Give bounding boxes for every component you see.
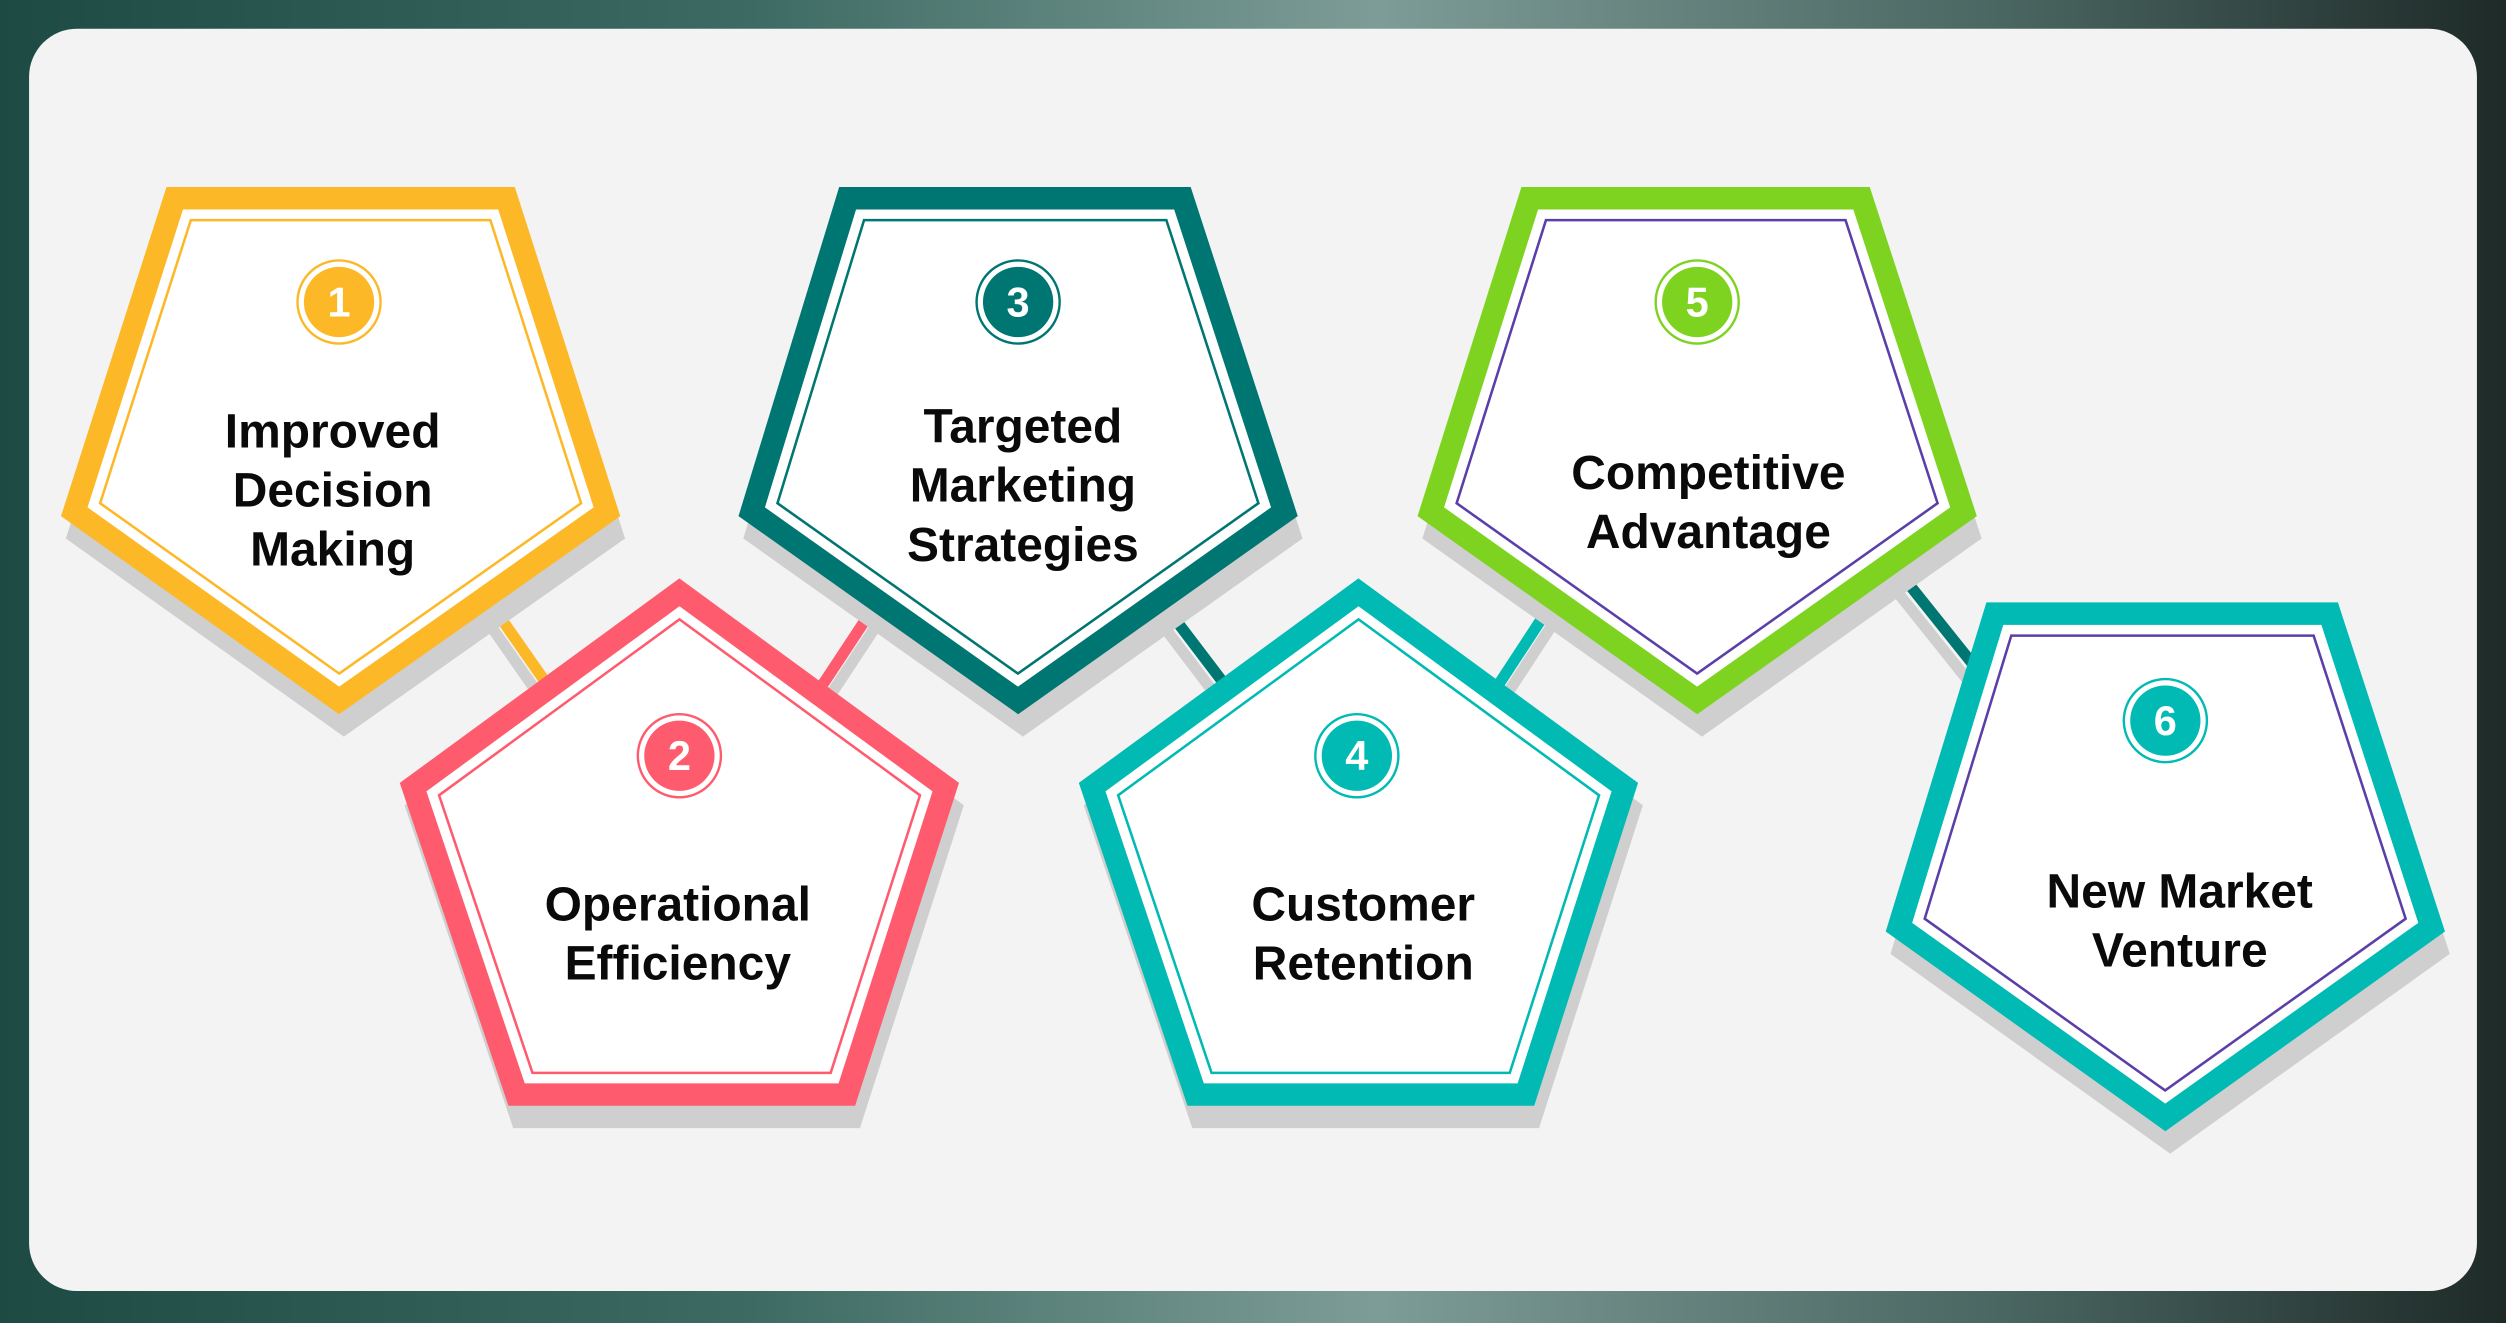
number-badge (1321, 720, 1393, 791)
pentagon-inner-line (1455, 218, 1940, 676)
step-number: 5 (1686, 278, 1709, 325)
pentagon-inner-line (775, 218, 1260, 676)
step-title-line: Retention (1253, 937, 1474, 990)
number-badge (644, 720, 715, 791)
number-badge (303, 266, 375, 338)
pentagon-inner-line (1116, 617, 1601, 1075)
step-title-line: Making (250, 524, 415, 577)
step-title-line: Targeted (923, 401, 1122, 454)
pentagon-inner-line (437, 617, 922, 1075)
step-number: 6 (2154, 697, 2177, 744)
pentagon-inner-line (98, 218, 583, 676)
steps: 1ImprovedDecisionMaking2OperationalEffic… (61, 186, 2450, 1154)
step-title-line: Strategies (907, 519, 1139, 572)
number-badge (982, 266, 1054, 338)
step-title-line: Competitive (1571, 447, 1845, 500)
step-number: 1 (327, 278, 350, 325)
step-title-line: Efficiency (565, 937, 792, 990)
step-title-line: Operational (545, 878, 811, 931)
number-badge (1662, 266, 1733, 338)
step-title-line: Venture (2092, 925, 2268, 978)
step-number: 3 (1007, 278, 1030, 325)
step-number: 4 (1345, 732, 1368, 779)
step-title-line: Improved (225, 405, 441, 458)
number-badge (2130, 685, 2201, 756)
pentagon-inner-line (1923, 634, 2408, 1093)
step-title-line: New Market (2047, 866, 2313, 919)
step-title-line: Customer (1251, 878, 1475, 931)
step-number: 2 (668, 732, 691, 779)
connector-shadow (1890, 586, 1977, 689)
step-title-line: Decision (233, 465, 433, 518)
step-title-line: Marketing (910, 460, 1136, 513)
step-title-line: Advantage (1586, 506, 1831, 559)
